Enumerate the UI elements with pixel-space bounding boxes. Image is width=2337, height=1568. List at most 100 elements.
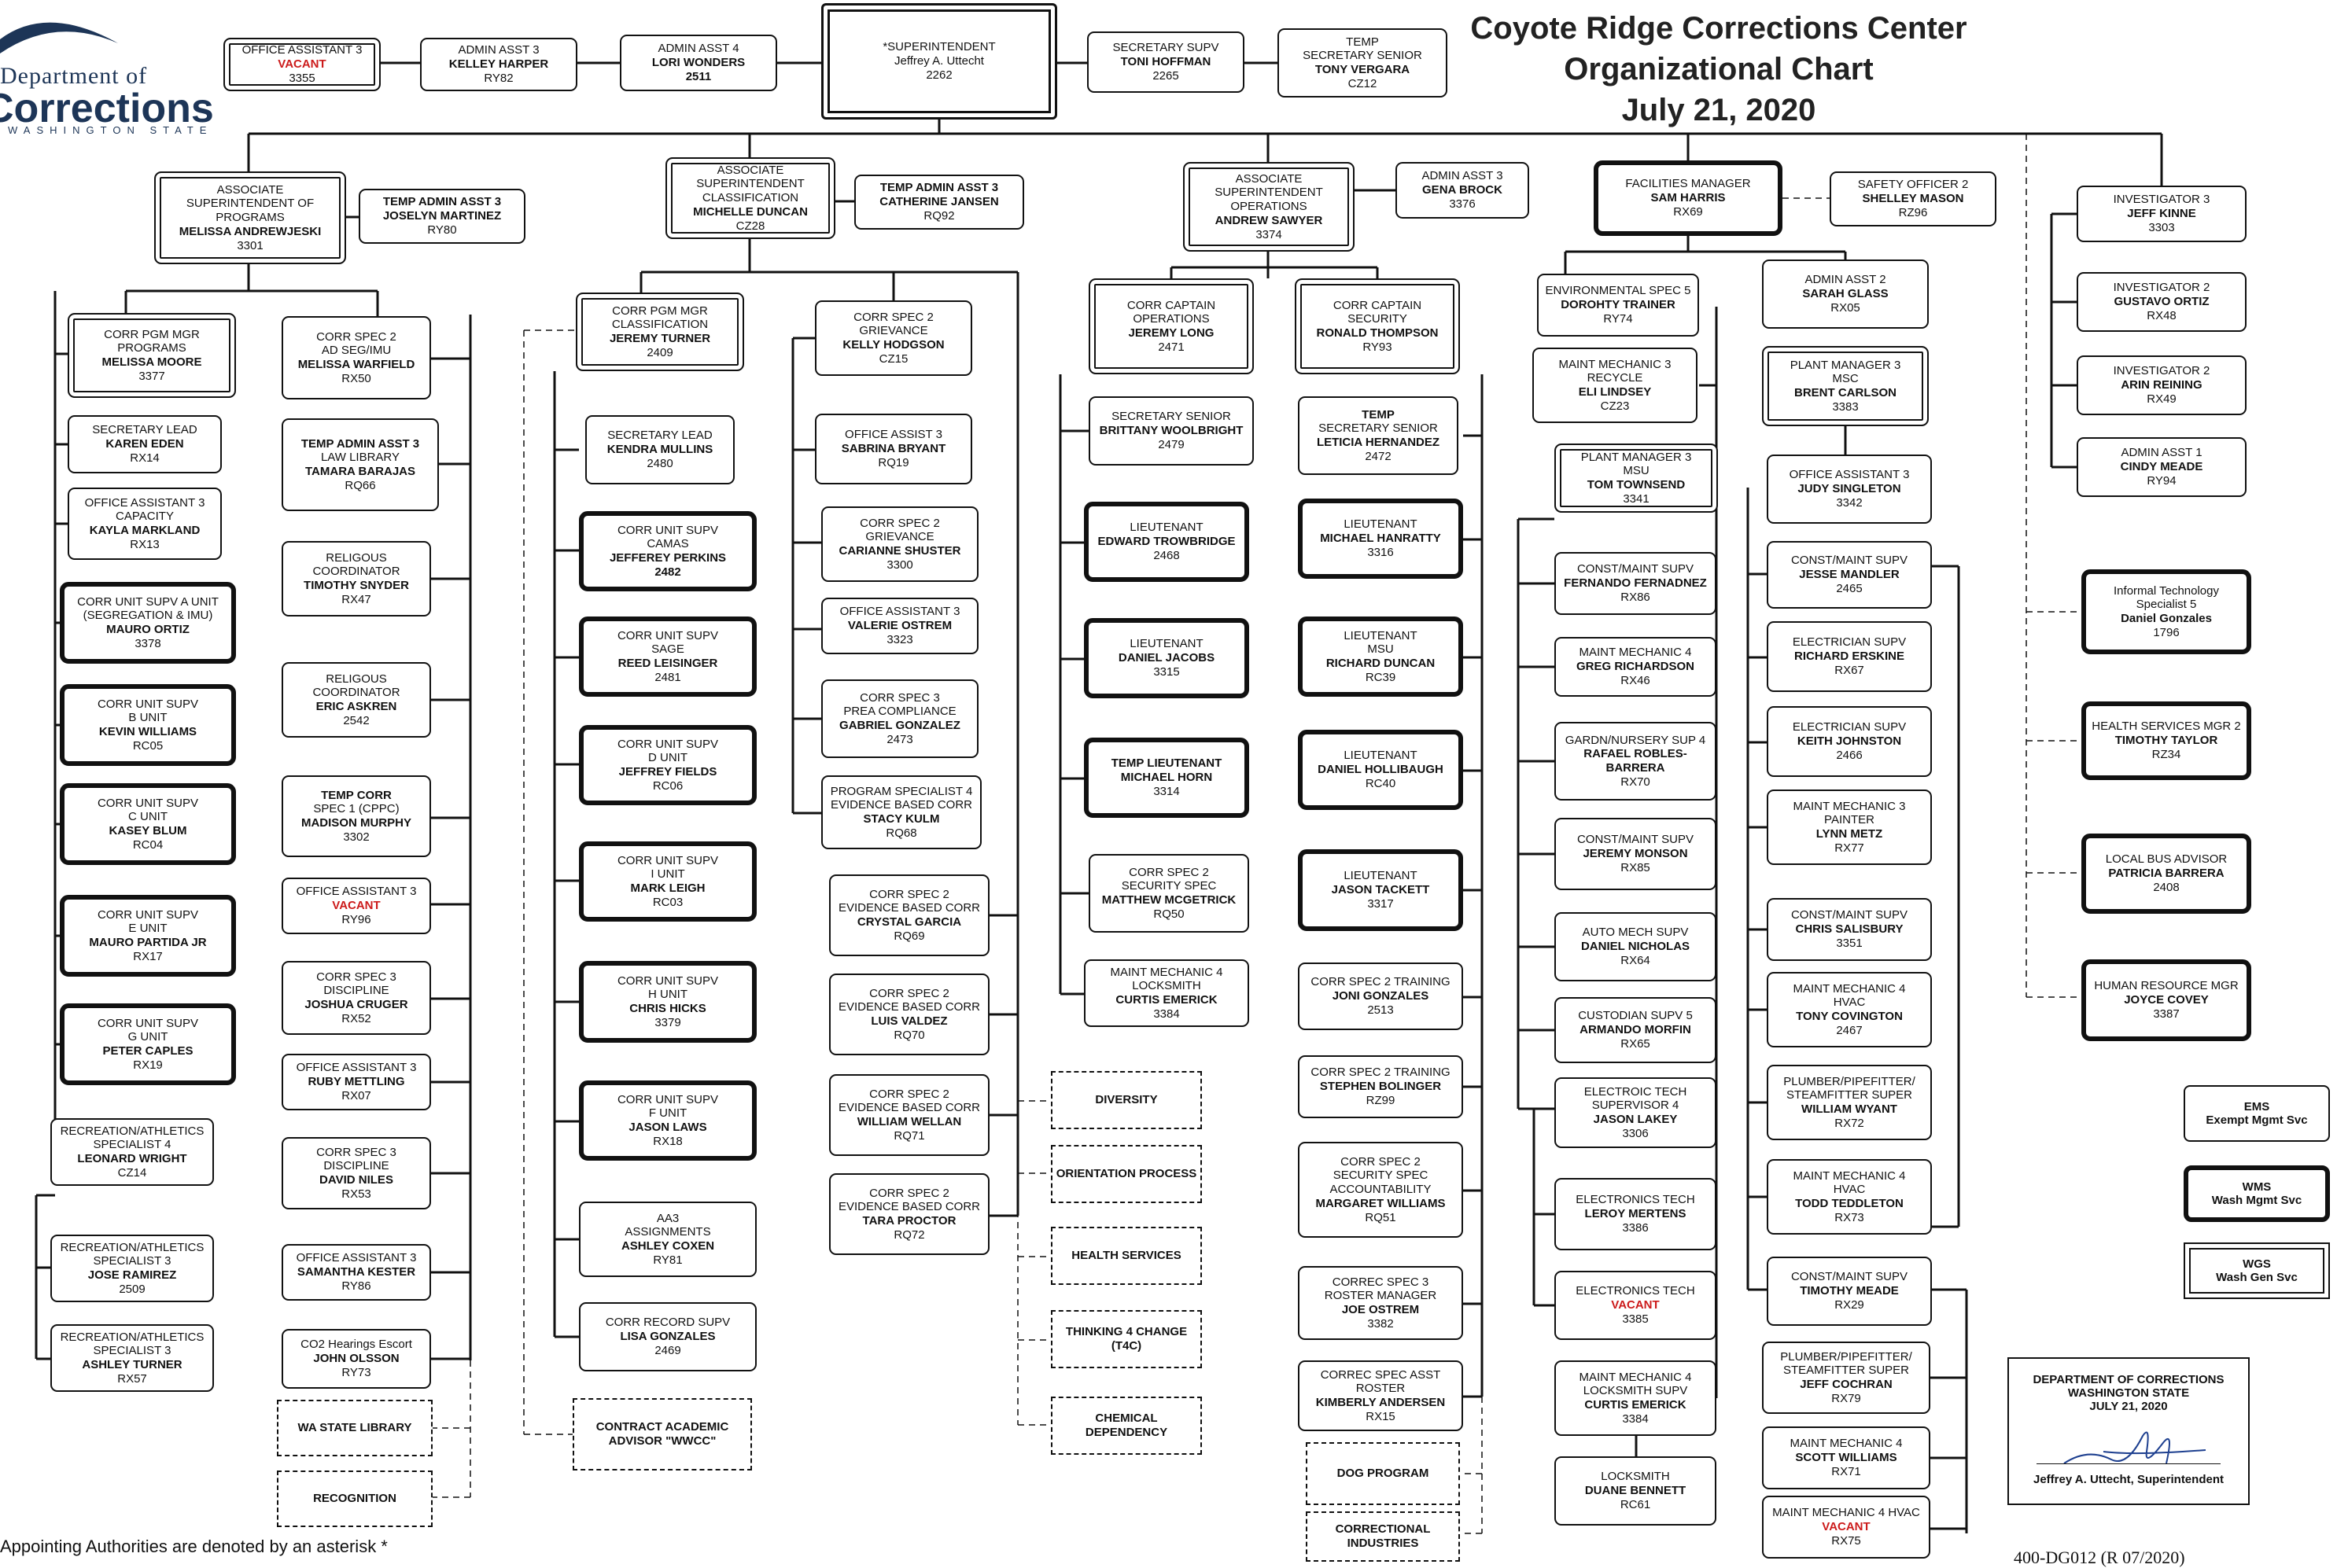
position-code: 2467	[1836, 1023, 1863, 1037]
employee-name: DAVID NILES	[319, 1173, 393, 1187]
position-title: Specialist 5	[2136, 598, 2197, 612]
position-title: GRIEVANCE	[859, 324, 928, 338]
vacant-label: VACANT	[1822, 1520, 1871, 1534]
employee-name: Daniel Gonzales	[2121, 612, 2212, 625]
employee-name: ASHLEY TURNER	[82, 1358, 182, 1371]
position-title: CORR CAPTAIN	[1126, 298, 1216, 312]
position-code: 2468	[1153, 548, 1180, 562]
position-title: Jeffrey A. Uttecht	[894, 54, 984, 68]
position-title: CAPACITY	[116, 510, 174, 524]
employee-name: MARGARET WILLIAMS	[1315, 1196, 1446, 1210]
employee-name: MADISON MURPHY	[300, 816, 411, 830]
position-title: PLANT MANAGER 3	[1790, 358, 1901, 372]
position-title: C UNIT	[128, 810, 168, 824]
position-code: RZ34	[2151, 747, 2181, 761]
position-code: 3314	[1153, 784, 1180, 798]
position-title: TEMP	[1346, 35, 1379, 49]
legend-wgs-code: WGS	[2243, 1257, 2271, 1271]
position-code: RY96	[341, 912, 371, 926]
position-title: PLANT MANAGER 3	[1580, 450, 1692, 464]
position-title: CORR UNIT SUPV	[617, 974, 719, 988]
employee-name: JASON LAWS	[628, 1121, 707, 1134]
position-title: MAINT MECHANIC 4	[1793, 1169, 1906, 1183]
position-title: PAINTER	[1824, 813, 1874, 827]
position-title: EVIDENCE BASED CORR	[838, 901, 981, 915]
position-title: ELECTRONICS TECH	[1576, 1284, 1695, 1298]
position-title: CORR UNIT SUPV	[97, 796, 199, 810]
logo-department-of: Department of	[0, 63, 148, 89]
position-code: 3383	[1832, 399, 1859, 414]
employee-name: CURTIS EMERICK	[1115, 993, 1218, 1007]
position-title: SECRETARY SENIOR	[1111, 410, 1231, 424]
position-title: MAINT MECHANIC 4	[1110, 965, 1223, 979]
employee-name: PATRICIA BARRERA	[2108, 867, 2225, 881]
position-title: MSU	[1623, 464, 1650, 478]
position-code: RY94	[2147, 473, 2177, 488]
position-code: RX85	[1620, 860, 1650, 874]
employee-name: ERIC ASKREN	[315, 700, 397, 713]
employee-name: CRYSTAL GARCIA	[857, 915, 962, 929]
position-title: LOCKSMITH SUPV	[1583, 1384, 1688, 1398]
employee-name: GENA BROCK	[1422, 183, 1502, 197]
position-code: 3382	[1367, 1316, 1394, 1331]
employee-name: JEREMY MONSON	[1583, 847, 1688, 861]
position-code: 3379	[654, 1015, 681, 1029]
employee-name: LYNN METZ	[1815, 827, 1883, 841]
position-box-dog: DOG PROGRAM	[1306, 1442, 1460, 1505]
position-code: 2469	[654, 1343, 681, 1357]
employee-name: RICHARD ERSKINE	[1793, 650, 1904, 664]
position-code: RC04	[132, 837, 164, 852]
vacant-label: VACANT	[278, 57, 326, 72]
employee-name: GUSTAVO ORTIZ	[2114, 295, 2210, 309]
employee-name: FERNANDO FERNADNEZ	[1564, 576, 1707, 591]
position-code: RC03	[652, 895, 684, 909]
position-title: LIEUTENANT	[1130, 637, 1204, 651]
position-code: RX86	[1620, 590, 1650, 604]
position-code: RX77	[1834, 841, 1864, 855]
position-title: CORR SPEC 2	[869, 1087, 949, 1101]
position-title: CORR UNIT SUPV	[617, 628, 719, 642]
position-title: ASSIGNMENTS	[625, 1225, 711, 1239]
employee-name: CHRIS HICKS	[629, 1002, 706, 1015]
position-title: TEMP CORR	[321, 788, 392, 802]
position-title: SECRETARY SUPV	[1112, 41, 1219, 55]
employee-name: KEITH JOHNSTON	[1797, 734, 1902, 749]
position-code: 3387	[2153, 1007, 2180, 1021]
position-title: G UNIT	[127, 1030, 168, 1044]
position-code: RY82	[484, 71, 514, 85]
employee-name: DANIEL NICHOLAS	[1580, 940, 1690, 954]
position-title: ELECTROIC TECH	[1583, 1084, 1687, 1099]
employee-name: CINDY MEADE	[2120, 460, 2203, 474]
position-title: OFFICE ASSISTANT 3	[84, 495, 205, 510]
position-title: CLASSIFICATION	[702, 191, 799, 205]
employee-name: LETICIA HERNANDEZ	[1316, 436, 1440, 449]
position-title: CORR SPEC 2	[1340, 1154, 1421, 1169]
employee-name: JOSE RAMIREZ	[87, 1268, 177, 1282]
employee-name: PETER CAPLES	[102, 1044, 194, 1058]
position-code: RY73	[341, 1365, 371, 1379]
position-title: CAMAS	[647, 537, 689, 551]
